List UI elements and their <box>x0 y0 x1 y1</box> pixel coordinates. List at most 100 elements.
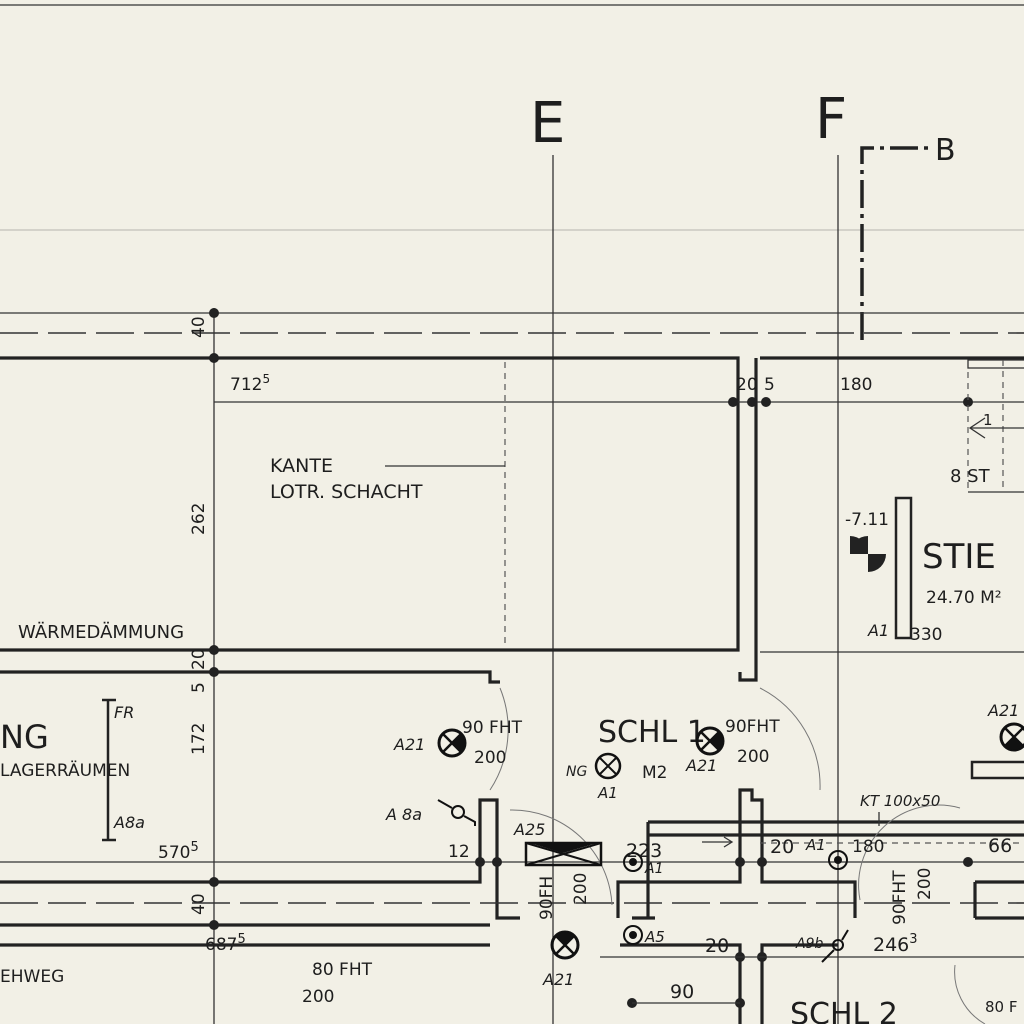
drawing-label: 40 <box>189 316 209 338</box>
electrical-symbols: A1 A5 A1 A 8a A9b A25 KT 100x50 <box>385 792 940 963</box>
switch-icon <box>437 799 476 826</box>
drawing-element <box>868 554 886 572</box>
drawing-label: FR <box>114 703 134 722</box>
room-name-schl2: SCHL 2 <box>790 997 898 1024</box>
drawing-label: 246 <box>873 934 909 956</box>
section-label-b: B <box>935 133 956 168</box>
lower-dimensions: 12 223 20 180 20 90 2463 66 <box>448 835 1012 1003</box>
room-area-stie: 24.70 M² <box>926 588 1002 608</box>
drawing-element <box>0 670 500 684</box>
light-fixture-icons: A21 A21 A21 A21 <box>393 701 1024 989</box>
stair-room: 1 8 ST -7.11 STIE 24.70 M² A1 330 <box>760 359 1024 653</box>
drawing-element <box>832 939 844 951</box>
drawing-label: A1 <box>867 621 889 640</box>
drawing-element <box>530 843 597 853</box>
drawing-label: 200 <box>915 868 935 900</box>
drawing-label: 5705 <box>158 840 199 863</box>
socket-icon <box>828 850 848 870</box>
drawing-label: A21 <box>987 701 1019 720</box>
drawing-element <box>475 857 485 867</box>
drawing-element <box>0 356 740 652</box>
shaft-label-2: LOTR. SCHACHT <box>270 481 423 503</box>
horizontal-dimension-top: 20 5 180 <box>214 375 1024 407</box>
drawing-label: 5 <box>189 682 209 693</box>
drawing-label: 90FH <box>537 876 557 920</box>
drawing-element <box>209 667 219 677</box>
drawing-label: 200 <box>474 748 506 768</box>
drawing-element <box>629 931 637 939</box>
drawing-label: 712 <box>230 375 262 395</box>
drawing-element <box>695 726 725 756</box>
drawing-element <box>973 880 1024 920</box>
vertical-dimension-chain: 40 262 20 5 172 40 7125 5705 6875 <box>158 308 270 1024</box>
drawing-element <box>828 850 848 870</box>
drawing-element <box>858 804 961 901</box>
drawing-label: 5 <box>764 375 775 395</box>
drawing-label: 223 <box>626 840 662 862</box>
drawing-label: 90 <box>670 981 694 1003</box>
drawing-element <box>209 645 219 655</box>
room-name-fragment: NG <box>0 718 49 756</box>
drawing-element <box>728 397 738 407</box>
drawing-element <box>757 857 767 867</box>
drawing-element <box>850 536 868 554</box>
drawing-element <box>451 805 465 819</box>
stairs-label: 8 ST <box>950 466 991 487</box>
drawing-element <box>970 760 1024 780</box>
drawing-element <box>556 932 574 945</box>
drawing-label: A21 <box>393 735 425 754</box>
drawing-element <box>525 842 602 866</box>
lower-walls <box>0 760 1024 1024</box>
socket-icon <box>623 852 643 872</box>
drawing-element <box>761 397 771 407</box>
drawing-label: 5 <box>237 932 245 947</box>
drawing-element <box>1005 737 1023 750</box>
insulation-label: WÄRMEDÄMMUNG <box>18 622 184 643</box>
drawing-element <box>209 353 219 363</box>
socket-icon <box>623 925 643 945</box>
room-name-stie: STIE <box>922 537 996 577</box>
cable-tray-label: KT 100x50 <box>860 792 940 810</box>
axis-label-e: E <box>530 91 565 156</box>
drawing-element <box>509 809 613 906</box>
drawing-label: A21 <box>685 756 717 775</box>
left-room: NG LAGERRÄUMEN FR A8a EHWEG <box>0 698 145 987</box>
drawing-label: 90FHT <box>890 870 910 925</box>
drawing-element <box>599 757 617 775</box>
drawing-label: A25 <box>513 820 545 839</box>
light-icon <box>550 930 580 960</box>
drawing-label: NG <box>566 764 587 780</box>
drawing-label: 80 F <box>985 998 1017 1016</box>
drawing-label: A5 <box>644 928 665 946</box>
drawing-element <box>999 722 1024 752</box>
drawing-label: 12 <box>448 842 470 862</box>
distribution-box-icon <box>524 841 603 867</box>
drawing-element <box>623 925 643 945</box>
drawing-label: 1 <box>983 411 993 429</box>
drawing-label: M2 <box>642 763 667 783</box>
drawing-label: 20 <box>770 836 794 858</box>
drawing-label: 80 FHT <box>312 960 373 980</box>
drawing-element <box>209 308 219 318</box>
drawing-label: A1 <box>597 784 618 802</box>
axis-label-f: F <box>815 87 847 152</box>
level-symbol-icon <box>850 536 886 572</box>
drawing-label: A 8a <box>385 805 422 824</box>
drawing-element <box>963 857 973 867</box>
drawing-label: 90 FHT <box>462 718 523 738</box>
drawing-label: A1 <box>805 836 826 854</box>
drawing-label: 5 <box>262 372 270 386</box>
shaft-walls <box>0 356 1024 684</box>
drawing-element <box>437 728 467 758</box>
drawing-element <box>967 359 1024 369</box>
drawing-element <box>710 732 723 750</box>
drawing-element <box>747 397 757 407</box>
column <box>894 496 913 640</box>
light-icon <box>437 728 467 758</box>
drawing-element <box>759 687 821 791</box>
drawing-label: 5 <box>190 840 198 855</box>
drawing-element <box>550 930 580 960</box>
drawing-label: A21 <box>542 970 574 989</box>
